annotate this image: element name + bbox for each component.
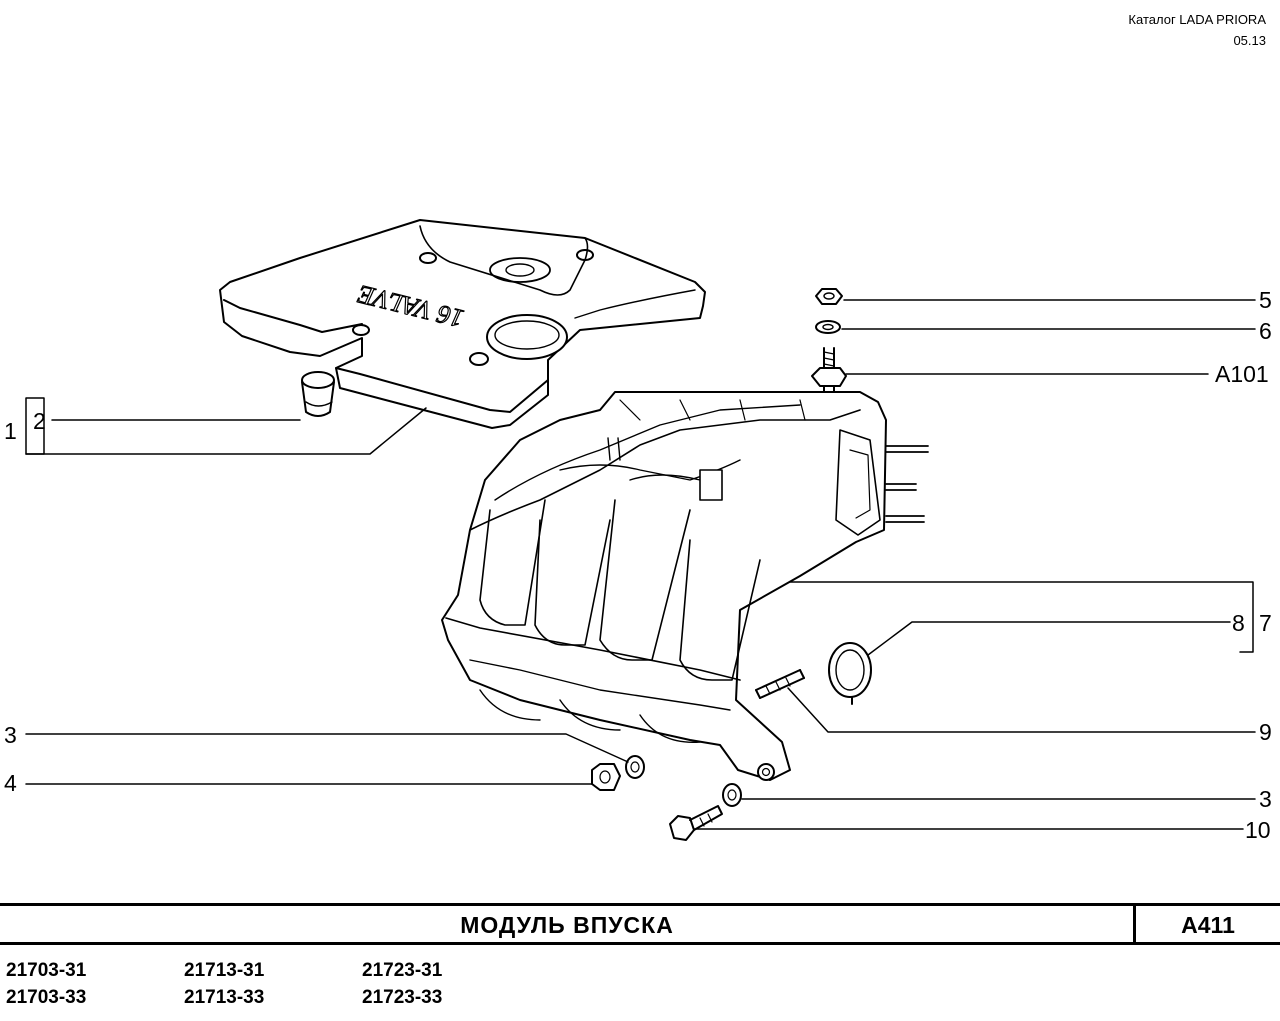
- model-code: 21723-33: [362, 987, 443, 1008]
- callout-9: 9: [1259, 719, 1272, 745]
- model-code: 21703-31: [6, 960, 87, 981]
- section-title: МОДУЛЬ ВПУСКА: [460, 912, 674, 938]
- exploded-parts-diagram: 16 VALVE: [25, 219, 1256, 841]
- nut-4: [591, 763, 621, 791]
- washer-3-right: [722, 783, 742, 807]
- engine-cover: [219, 219, 706, 429]
- intake-manifold: [441, 391, 929, 781]
- gasket-ring: [828, 642, 872, 705]
- title-bar: МОДУЛЬ ВПУСКА A411: [0, 903, 1280, 945]
- section-code: A411: [1181, 912, 1235, 938]
- bolt-10: [669, 805, 723, 841]
- callout-3-right: 3: [1259, 786, 1272, 812]
- callout-a101: A101: [1215, 361, 1269, 387]
- callout-5: 5: [1259, 287, 1272, 313]
- rubber-plug: [301, 371, 335, 417]
- callout-3-left: 3: [4, 722, 17, 748]
- callout-8: 8: [1232, 610, 1245, 636]
- washer-3-left: [625, 755, 645, 779]
- model-code: 21723-31: [362, 960, 443, 981]
- washer-6: [815, 320, 841, 334]
- model-code: 21713-31: [184, 960, 265, 981]
- catalog-date: 05.13: [1233, 33, 1266, 48]
- catalog-title: Каталог LADA PRIORA: [1128, 12, 1266, 27]
- callout-2: 2: [33, 408, 46, 434]
- title-divider: [1133, 906, 1136, 942]
- callout-6: 6: [1259, 318, 1272, 344]
- leader-lines: [25, 299, 1256, 830]
- callout-4: 4: [4, 770, 17, 796]
- callout-10: 10: [1245, 817, 1271, 843]
- stud-9: [755, 669, 805, 699]
- model-code: 21703-33: [6, 987, 87, 1008]
- model-code: 21713-33: [184, 987, 265, 1008]
- callout-7: 7: [1259, 610, 1272, 636]
- nut-5: [815, 288, 843, 305]
- callout-1: 1: [4, 418, 17, 444]
